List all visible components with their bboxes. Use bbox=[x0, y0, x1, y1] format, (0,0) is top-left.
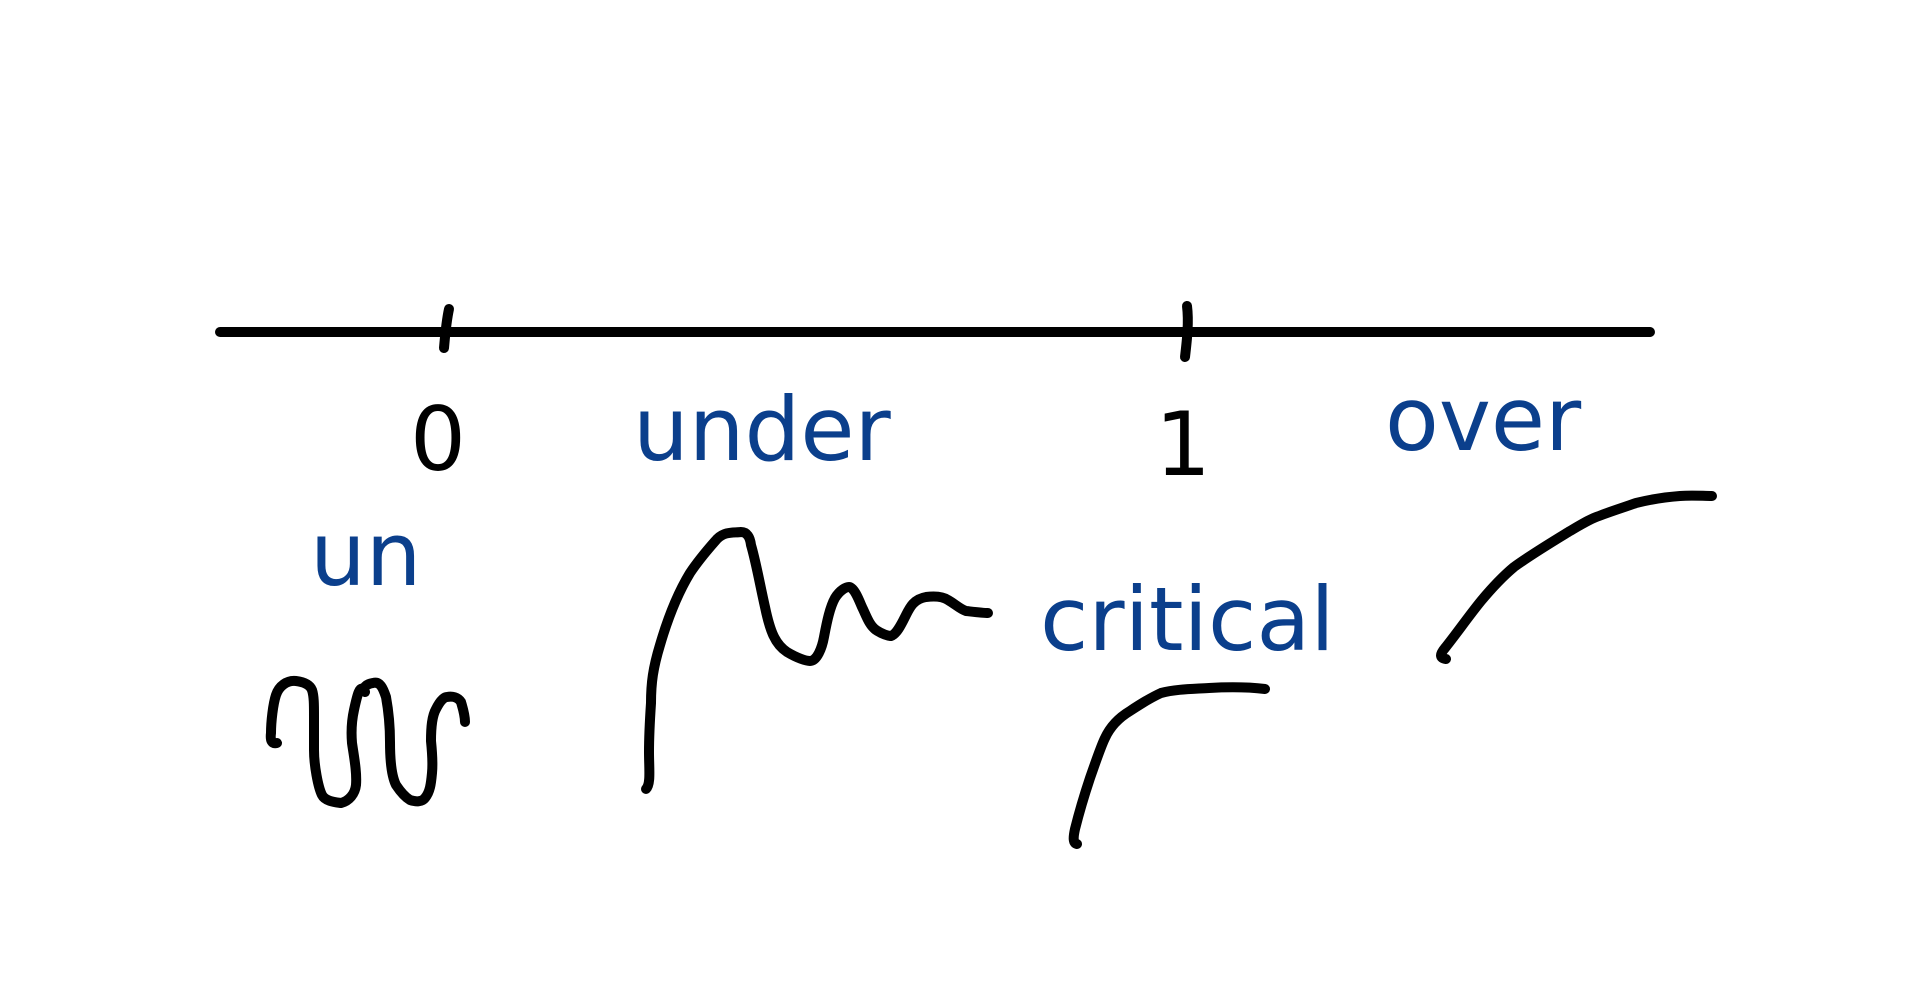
sketches bbox=[265, 490, 1717, 849]
region-label-under: under bbox=[633, 378, 892, 481]
oscillation-curve-sketch bbox=[265, 675, 470, 808]
tick-label-zero: 0 bbox=[410, 388, 466, 491]
region-label-critical: critical bbox=[1040, 568, 1335, 671]
tick-label-one: 1 bbox=[1155, 393, 1211, 496]
region-labels: under over un critical bbox=[310, 368, 1582, 671]
critical-curve-sketch bbox=[1068, 682, 1270, 849]
tick-mark-one bbox=[1180, 301, 1193, 362]
tick-mark-zero bbox=[439, 304, 454, 353]
overdamped-curve-sketch bbox=[1436, 490, 1717, 664]
example-label-un: un bbox=[310, 503, 422, 606]
number-line bbox=[215, 301, 1655, 362]
tick-labels: 0 1 bbox=[410, 388, 1211, 496]
underdamped-curve-sketch bbox=[641, 527, 993, 794]
region-label-over: over bbox=[1385, 368, 1582, 471]
